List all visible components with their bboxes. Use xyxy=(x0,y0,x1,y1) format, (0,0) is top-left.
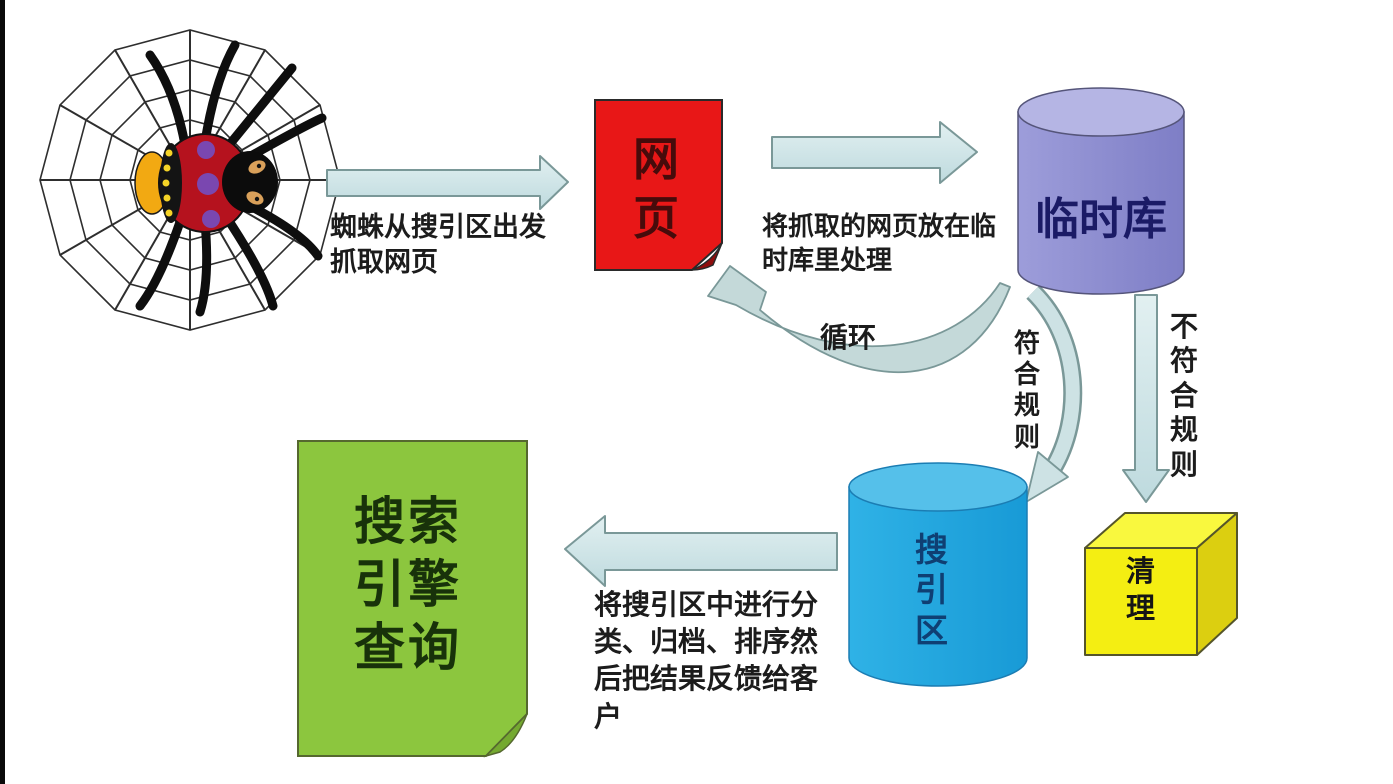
node-webpage xyxy=(594,99,723,271)
arrow-webpage-to-temp xyxy=(771,121,978,184)
node-label-search-query: 搜索引擎查询 xyxy=(354,493,463,677)
arrow-loop xyxy=(707,265,1011,374)
node-label-cleanup: 清理 xyxy=(1126,556,1156,626)
node-cleanup xyxy=(1084,512,1238,656)
node-label-index-area: 搜引区 xyxy=(915,531,948,649)
arrow-temp-to-cleanup xyxy=(1122,294,1170,503)
label-index-to-query: 将搜引区中进行分类、归档、排序然后把结果反馈给客户 xyxy=(594,589,819,732)
label-match-rule: 符合规则 xyxy=(1014,328,1041,452)
node-index-area xyxy=(848,462,1028,687)
label-webpage-to-temp: 将抓取的网页放在临时库里处理 xyxy=(762,211,997,275)
node-label-temp-store: 临时库 xyxy=(1035,195,1167,244)
label-no-match-rule: 不符合规则 xyxy=(1170,311,1199,480)
node-label-webpage: 网页 xyxy=(633,133,679,244)
arrow-temp-to-index xyxy=(1025,285,1083,503)
arrow-spider-to-webpage xyxy=(326,155,569,210)
spider-illustration xyxy=(134,40,327,317)
left-edge-bar xyxy=(0,0,5,784)
label-loop: 循环 xyxy=(820,322,877,353)
node-search-query xyxy=(297,440,528,758)
arrow-index-to-query xyxy=(564,515,838,587)
node-temp-store xyxy=(1017,87,1185,295)
label-spider-to-webpage: 蜘蛛从搜引区出发抓取网页 xyxy=(330,212,546,277)
